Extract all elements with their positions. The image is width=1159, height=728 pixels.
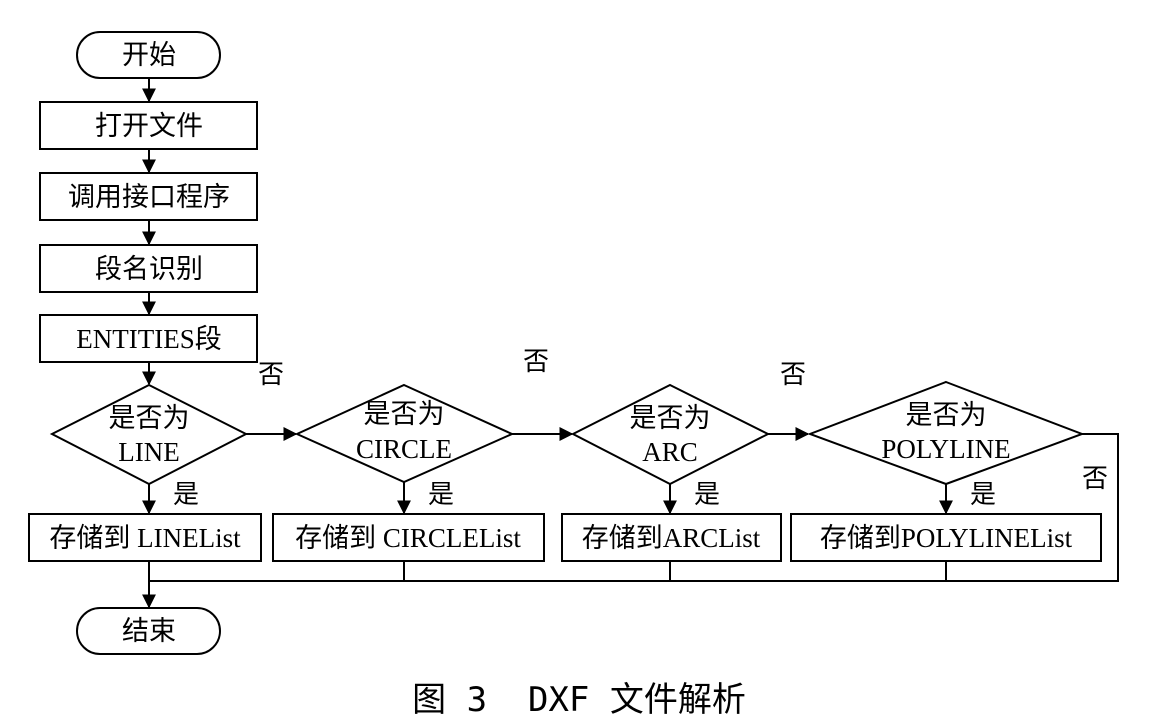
no-label-arc: 否	[780, 360, 806, 390]
step-section-identify	[39, 244, 258, 293]
no-label-line: 否	[258, 360, 284, 390]
end-label: 结束	[122, 616, 176, 646]
step-open-file	[39, 101, 258, 150]
step-entities-section-label: ENTITIES段	[76, 324, 221, 354]
store-line-list-label: 存储到 LINEList	[49, 523, 241, 553]
decision-polyline-label-1: 是否为	[906, 400, 987, 430]
decision-arc-label-2: ARC	[642, 437, 698, 467]
store-line-list	[28, 513, 262, 562]
step-call-interface-label: 调用接口程序	[68, 182, 230, 212]
step-section-identify-label: 段名识别	[95, 254, 203, 284]
arrow-no-polyline-loop	[947, 433, 1119, 582]
start-label: 开始	[122, 40, 176, 70]
decision-line-label-2: LINE	[118, 437, 179, 467]
step-entities-section	[39, 314, 258, 363]
decision-arc	[570, 383, 771, 486]
decision-circle	[294, 383, 515, 484]
decision-line	[49, 383, 249, 486]
yes-label-arc: 是	[694, 480, 720, 510]
decision-polyline	[807, 380, 1085, 486]
store-arc-list	[561, 513, 782, 562]
store-circle-list-label: 存储到 CIRCLEList	[295, 523, 521, 553]
decision-circle-label-2: CIRCLE	[356, 434, 452, 464]
step-call-interface	[39, 172, 258, 221]
store-polyline-list-label: 存储到POLYLINEList	[820, 523, 1073, 553]
start-terminator	[76, 31, 221, 79]
yes-label-polyline: 是	[970, 480, 996, 510]
store-arc-list-label: 存储到ARCList	[582, 523, 761, 553]
no-label-polyline: 否	[1082, 464, 1108, 494]
step-open-file-label: 打开文件	[95, 111, 203, 141]
end-terminator	[76, 607, 221, 655]
decision-line-label-1: 是否为	[109, 403, 190, 433]
yes-label-line: 是	[173, 480, 199, 510]
decision-circle-label-1: 是否为	[364, 399, 445, 429]
store-circle-list	[272, 513, 545, 562]
yes-label-circle: 是	[428, 480, 454, 510]
no-label-circle: 否	[523, 347, 549, 377]
figure-caption: 图 3 DXF 文件解析	[412, 680, 746, 720]
decision-polyline-label-2: POLYLINE	[881, 434, 1010, 464]
store-polyline-list	[790, 513, 1102, 562]
decision-arc-label-1: 是否为	[630, 403, 711, 433]
